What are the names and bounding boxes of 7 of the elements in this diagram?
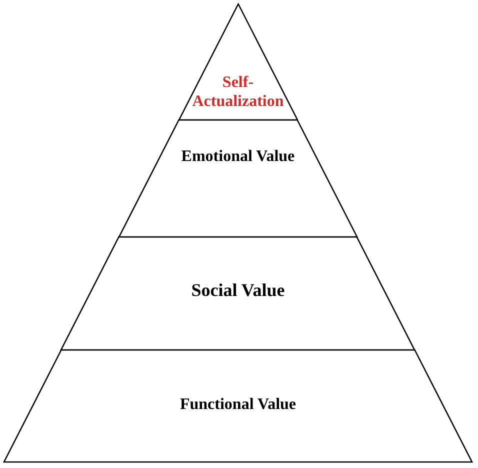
tier-label: Functional Value bbox=[178, 395, 298, 414]
pyramid-tier bbox=[60, 236, 416, 351]
tier-label: Self-Actualization bbox=[191, 73, 285, 112]
tier-label: Social Value bbox=[190, 280, 286, 302]
tier-label: Emotional Value bbox=[180, 147, 296, 166]
pyramid-tier bbox=[3, 349, 473, 463]
pyramid-apex bbox=[178, 3, 298, 121]
